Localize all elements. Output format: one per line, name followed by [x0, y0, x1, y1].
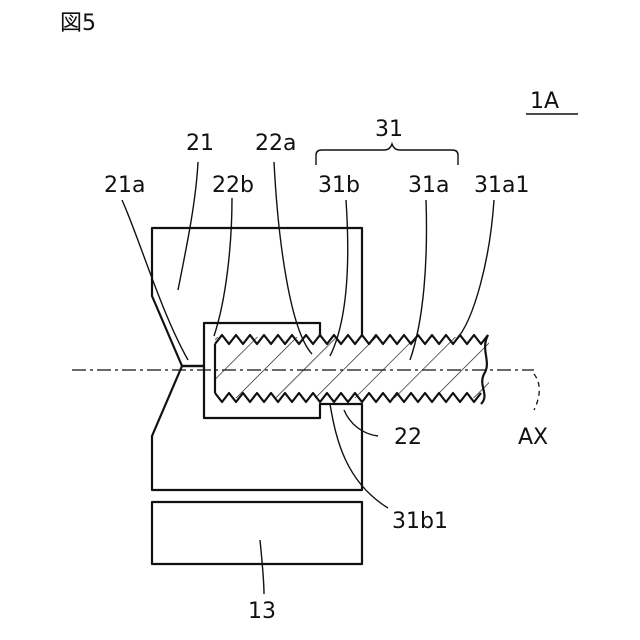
label-31a: 31a	[408, 173, 449, 198]
leader-31b	[330, 200, 348, 356]
leader-13	[260, 540, 264, 594]
leader-22a	[274, 162, 312, 354]
axis-leader	[534, 374, 539, 410]
leader-21	[178, 162, 198, 290]
leader-21a	[122, 200, 188, 360]
label-21: 21	[186, 131, 214, 156]
block-13	[152, 502, 362, 564]
label-22b: 22b	[212, 173, 254, 198]
label-31b1: 31b1	[392, 509, 448, 534]
label-AX: AX	[518, 425, 548, 450]
leader-31b1	[330, 404, 388, 508]
label-22: 22	[394, 425, 422, 450]
label-31: 31	[375, 117, 403, 142]
label-31a1: 31a1	[474, 173, 529, 198]
label-22a: 22a	[255, 131, 296, 156]
leader-22b	[214, 198, 232, 336]
figure-ref-label: 1A	[530, 89, 559, 114]
label-31b: 31b	[318, 173, 360, 198]
label-21a: 21a	[104, 173, 145, 198]
figure-title: 図5	[60, 11, 96, 36]
leader-31a1	[456, 200, 494, 340]
brace-31	[316, 144, 458, 165]
label-13: 13	[248, 599, 276, 624]
